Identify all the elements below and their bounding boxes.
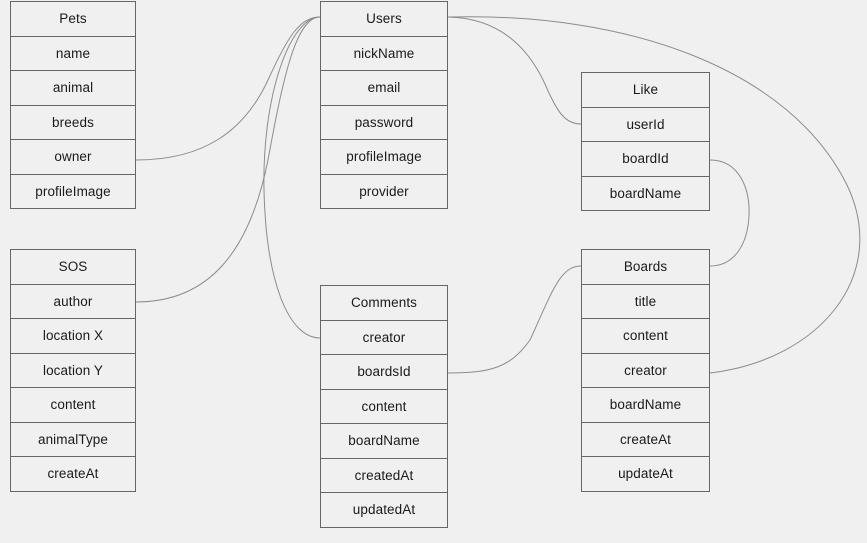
entity-title-pets: Pets — [10, 1, 136, 37]
entity-field[interactable]: breeds — [10, 104, 136, 140]
entity-field[interactable]: boardName — [581, 175, 710, 211]
relationship-users-to-like-userid — [447, 16, 582, 125]
entity-field[interactable]: location Y — [10, 352, 136, 388]
entity-field[interactable]: content — [10, 387, 136, 423]
entity-field[interactable]: updateAt — [581, 456, 710, 492]
entity-field[interactable]: email — [320, 70, 448, 106]
entity-field[interactable]: creator — [320, 319, 448, 355]
entity-field[interactable]: nickName — [320, 35, 448, 71]
relationship-pets-owner-to-users — [135, 16, 321, 161]
entity-field[interactable]: animalType — [10, 421, 136, 457]
entity-field[interactable]: profileImage — [10, 173, 136, 209]
entity-field[interactable]: boardsId — [320, 354, 448, 390]
entity-field[interactable]: title — [581, 283, 710, 319]
entity-field[interactable]: content — [320, 388, 448, 424]
entity-field[interactable]: boardName — [320, 423, 448, 459]
entity-title-like: Like — [581, 72, 710, 108]
entity-field[interactable]: owner — [10, 139, 136, 175]
relationship-comments-creator-to-users — [263, 16, 321, 339]
entity-field[interactable]: userId — [581, 106, 710, 142]
entity-field[interactable]: createAt — [581, 421, 710, 457]
entity-field[interactable]: boardName — [581, 387, 710, 423]
entity-field[interactable]: createdAt — [320, 457, 448, 493]
entity-field[interactable]: animal — [10, 70, 136, 106]
entity-title-boards: Boards — [581, 249, 710, 285]
entity-field[interactable]: creator — [581, 352, 710, 388]
entity-field[interactable]: boardId — [581, 141, 710, 177]
relationship-comments-boardsid-to-boards — [447, 265, 582, 374]
entity-field[interactable]: location X — [10, 318, 136, 354]
relationship-sos-author-to-users — [135, 16, 321, 303]
entity-title-sos: SOS — [10, 249, 136, 285]
entity-field[interactable]: profileImage — [320, 139, 448, 175]
entity-field[interactable]: provider — [320, 173, 448, 209]
entity-title-comments: Comments — [320, 285, 448, 321]
entity-field[interactable]: updatedAt — [320, 492, 448, 528]
relationship-like-boardid-to-boards — [709, 159, 750, 267]
entity-field[interactable]: content — [581, 318, 710, 354]
entity-field[interactable]: createAt — [10, 456, 136, 492]
entity-field[interactable]: password — [320, 104, 448, 140]
entity-title-users: Users — [320, 1, 448, 37]
entity-field[interactable]: name — [10, 35, 136, 71]
entity-field[interactable]: author — [10, 283, 136, 319]
